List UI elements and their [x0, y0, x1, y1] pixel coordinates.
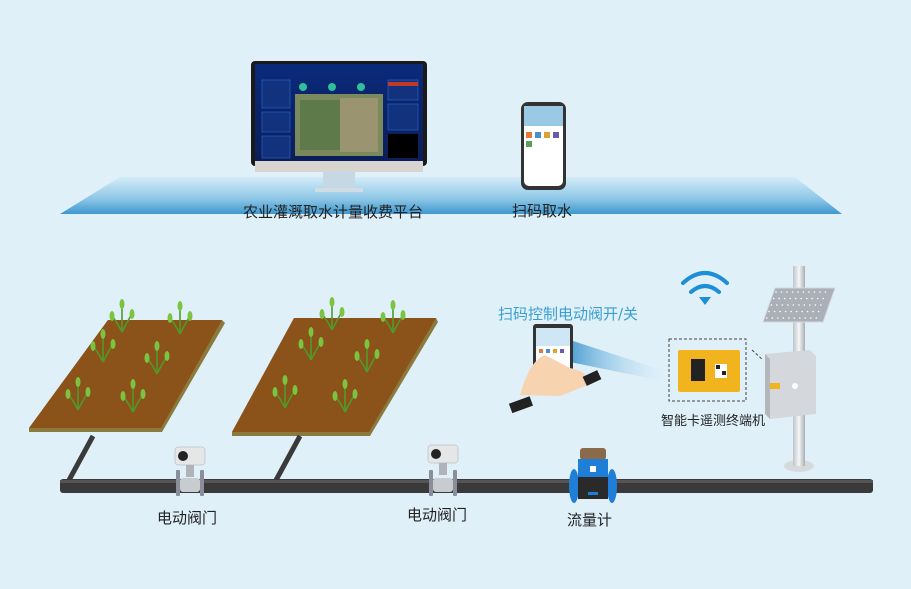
plant-icon [319, 297, 345, 331]
solar-cell [803, 304, 806, 306]
solar-cell [794, 297, 797, 300]
solar-cell [776, 304, 778, 306]
solar-cell [811, 297, 813, 300]
solar-cell [822, 297, 824, 300]
solar-cell [815, 317, 818, 319]
solar-cell [795, 310, 798, 313]
plant-icon [109, 299, 135, 333]
solar-cell [800, 297, 802, 300]
tablet-scan-icon [508, 324, 602, 414]
crop-field-2 [232, 318, 438, 436]
phone-icon [521, 102, 566, 190]
solar-cell [770, 304, 773, 306]
solar-cell [788, 317, 790, 319]
plant-icon [144, 341, 170, 375]
solar-cell [799, 317, 801, 319]
solar-panel-icon [762, 287, 836, 323]
crop-plants [65, 297, 406, 413]
phone-label: 扫码取水 [512, 202, 573, 220]
solar-cell [778, 297, 780, 300]
water-pipe [60, 434, 873, 493]
plant-icon [272, 375, 298, 409]
terminal-cabinet-icon [765, 350, 816, 419]
plant-icon [354, 339, 380, 373]
solar-cell [797, 291, 799, 293]
solar-cell [793, 317, 796, 319]
crop-field-1 [29, 320, 225, 432]
valve-1-label: 电动阀门 [157, 509, 218, 527]
plant-icon [120, 379, 146, 413]
scan-control-label: 扫码控制电动阀开/关 [498, 305, 639, 323]
monitor-icon [251, 61, 427, 192]
solar-cell [798, 304, 800, 306]
plant-icon [65, 377, 91, 411]
solar-cell [790, 310, 792, 313]
solar-cell [791, 291, 794, 293]
smart-card-terminal [668, 338, 764, 402]
solar-cell [806, 310, 809, 313]
solar-cell [771, 317, 774, 319]
flowmeter-label: 流量计 [567, 511, 613, 529]
solar-cell [805, 297, 808, 300]
platform-slab [60, 177, 842, 214]
solar-cell [766, 317, 768, 319]
solar-cell [817, 310, 820, 313]
solar-cell [810, 317, 812, 319]
solar-cell [802, 291, 805, 293]
solar-cell [789, 297, 791, 300]
solar-cell [786, 291, 788, 293]
solar-cell [792, 304, 795, 306]
solar-cell [824, 291, 827, 293]
solar-cell [801, 310, 803, 313]
solar-cell [782, 317, 785, 319]
plant-icon [380, 300, 406, 334]
scan-beam [570, 340, 668, 382]
solar-cell [777, 317, 779, 319]
solar-cell [804, 317, 807, 319]
plant-icon [332, 379, 358, 413]
solar-cell [783, 297, 786, 300]
monitor-label: 农业灌溉取水计量收费平台 [243, 203, 424, 221]
solar-cell [808, 291, 810, 293]
wifi-icon [681, 271, 729, 305]
solar-cell [809, 304, 811, 306]
solar-cell [812, 310, 814, 313]
valve-2-label: 电动阀门 [407, 506, 468, 524]
plant-icon [90, 329, 116, 363]
solar-cell [784, 310, 787, 313]
solar-cell [768, 310, 770, 313]
solar-cell [779, 310, 781, 313]
terminal-label: 智能卡遥测终端机 [661, 414, 766, 429]
plant-icon [298, 327, 324, 361]
solar-cell [772, 297, 775, 300]
solar-cell [780, 291, 783, 293]
flowmeter-icon [569, 448, 617, 503]
solar-cell [816, 297, 819, 300]
solar-cell [820, 304, 822, 306]
solar-cell [787, 304, 789, 306]
solar-cell [813, 291, 816, 293]
electric-valve-2 [427, 444, 459, 496]
solar-cell [773, 310, 776, 313]
solar-cell [775, 291, 777, 293]
solar-cell [781, 304, 784, 306]
electric-valve-1 [174, 446, 206, 496]
plant-icon [167, 301, 193, 335]
solar-cell [814, 304, 817, 306]
solar-cell [819, 291, 821, 293]
